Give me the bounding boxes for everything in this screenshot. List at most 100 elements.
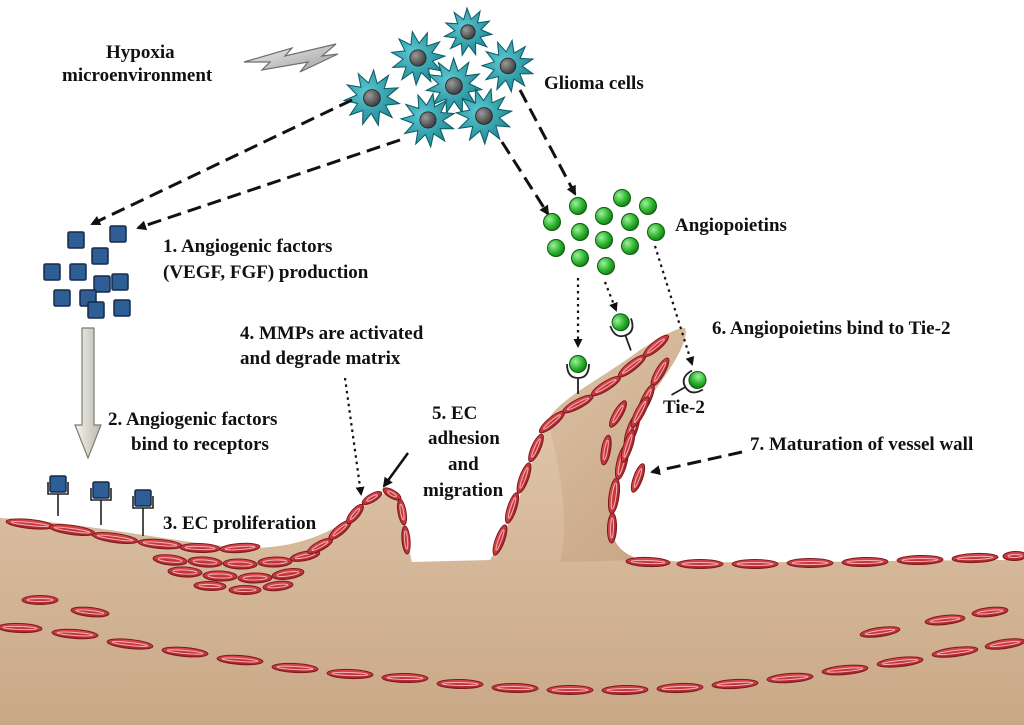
factor-square: [113, 299, 131, 317]
arrow-glioma-to-angiopoietins-2: [518, 89, 577, 196]
receptor-with-factor: [90, 481, 112, 525]
angiopoietins-label: Angiopoietins: [675, 215, 787, 236]
bound-angiopoietin: [688, 371, 707, 389]
glioma-cell: [480, 38, 535, 94]
endothelial-cell-nucleus: [441, 681, 479, 687]
endothelial-cell: [625, 556, 671, 568]
endothelial-cell-nucleus: [519, 467, 529, 489]
tie2-receptor-stem: [566, 363, 590, 394]
endothelial-cell-body: [620, 429, 636, 463]
endothelial-cell-nucleus: [192, 559, 218, 565]
endothelial-cell: [731, 559, 779, 569]
receptor: [90, 488, 112, 525]
endothelial-cell-nucleus: [276, 570, 300, 578]
endothelial-cell-nucleus: [609, 517, 615, 539]
angiopoietin-sphere: [621, 213, 639, 231]
endothelial-cell-nucleus: [976, 609, 1004, 615]
endothelial-cell-body: [896, 554, 944, 566]
endothelial-cell: [924, 614, 966, 626]
endothelial-cell-nucleus: [267, 583, 289, 589]
tie2-receptor-stem: [671, 369, 704, 396]
endothelial-cell-nucleus: [172, 569, 198, 575]
angiopoietin-sphere: [621, 237, 639, 255]
endothelial-cell-nucleus: [864, 628, 896, 636]
endothelial-cell-body: [601, 684, 649, 696]
endothelial-cell: [600, 434, 612, 466]
angiogenic-factor-squares: [43, 225, 131, 319]
endothelial-cell: [0, 622, 43, 634]
glioma-cell: [424, 56, 484, 115]
endothelial-cell-nucleus: [603, 439, 609, 461]
endothelial-cell: [237, 572, 273, 584]
endothelial-cell-nucleus: [630, 559, 666, 565]
step5-label-line2: adhesion: [428, 428, 500, 449]
hypoxia-label-line1: Hypoxia: [106, 42, 175, 63]
endothelial-cell-nucleus: [294, 552, 316, 560]
endothelial-cell-nucleus: [566, 397, 590, 411]
endothelial-cell: [222, 558, 258, 570]
endothelial-cell-nucleus: [157, 557, 183, 563]
angiopoietin-sphere: [597, 257, 615, 275]
arrow-ang-to-tie-2: [603, 281, 618, 312]
endothelial-cell-nucleus: [242, 575, 268, 581]
endothelial-cell: [216, 654, 264, 666]
endothelial-cell: [876, 656, 924, 668]
endothelial-cell-nucleus: [612, 404, 624, 424]
glioma-cell-nucleus: [475, 107, 493, 125]
bound-angiopoietin: [569, 355, 587, 373]
step1-label-line1: 1. Angiogenic factors: [163, 236, 332, 257]
glioma-cell: [442, 6, 494, 57]
angiopoietin-sphere: [571, 223, 589, 241]
arrow-ang-to-tie-3: [653, 245, 695, 366]
endothelial-cell: [271, 662, 319, 674]
lightning-bolt-icon: [243, 43, 339, 73]
endothelial-cell-nucleus: [332, 523, 348, 537]
endothelial-cell-body: [222, 558, 258, 570]
endothelial-cell: [396, 498, 408, 526]
endothelial-cell-nucleus: [233, 588, 257, 592]
endothelial-cell-body: [381, 672, 429, 684]
angiopoietin-sphere: [647, 223, 665, 241]
endothelial-cell-body: [711, 678, 759, 690]
endothelial-cell-nucleus: [56, 631, 94, 637]
glioma-label: Glioma cells: [544, 73, 644, 94]
endothelial-cell-body: [346, 503, 364, 525]
endothelial-cell-nucleus: [551, 688, 589, 692]
endothelial-cell-nucleus: [331, 671, 369, 677]
bound-angiopoietin: [611, 313, 630, 332]
endothelial-cell: [202, 570, 238, 582]
glioma-cell-nucleus: [363, 89, 381, 107]
endothelial-cell: [161, 646, 209, 658]
endothelial-cell-body: [786, 558, 834, 568]
endothelial-cell: [620, 429, 636, 463]
dashed-arrows: [90, 89, 743, 476]
endothelial-cell-nucleus: [221, 657, 259, 663]
endothelial-cell-body: [1002, 550, 1024, 562]
endothelial-cell: [786, 558, 834, 568]
angiopoietin-sphere: [613, 189, 631, 207]
endothelial-cell-nucleus: [623, 434, 633, 458]
angiopoietin-spheres: [543, 189, 665, 275]
step1-label-line2: (VEGF, FGF) production: [163, 262, 369, 283]
arrow-glioma-to-factors-1: [90, 98, 353, 226]
endothelial-cell-body: [951, 552, 999, 564]
endothelial-cell-nucleus: [10, 521, 50, 527]
endothelial-cell: [766, 672, 814, 684]
step5-label-line4: migration: [423, 480, 504, 501]
endothelial-cell: [70, 606, 110, 618]
factor-square: [67, 231, 85, 249]
endothelial-cell: [21, 595, 59, 605]
endothelial-cell-nucleus: [610, 482, 618, 510]
endothelial-cell-body: [436, 678, 484, 690]
endothelial-cell: [401, 525, 411, 555]
bound-factor-square: [92, 481, 110, 499]
endothelial-cell-body: [630, 396, 650, 428]
tie2-receptor: [609, 313, 634, 351]
factor-square: [87, 301, 105, 319]
glioma-cell-nucleus: [445, 77, 463, 95]
endothelial-cell-body: [676, 559, 724, 569]
endothelial-cell-nucleus: [184, 545, 216, 551]
endothelial-cell: [656, 682, 704, 694]
endothelial-cell-body: [656, 682, 704, 694]
